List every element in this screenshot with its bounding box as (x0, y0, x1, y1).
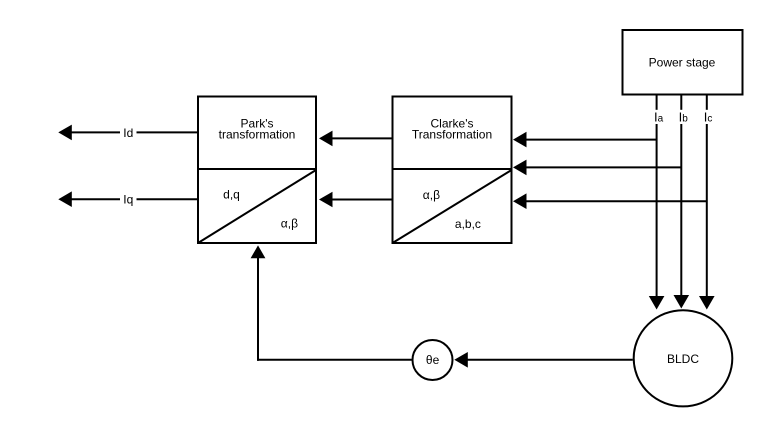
svg-text:BLDC: BLDC (667, 352, 699, 366)
svg-text:Id: Id (123, 126, 133, 140)
svg-text:Clarke's: Clarke's (431, 116, 474, 130)
svg-text:a,b,c: a,b,c (455, 217, 481, 231)
svg-text:Ic: Ic (704, 110, 713, 125)
svg-text:Park's: Park's (241, 116, 274, 130)
svg-text:Iq: Iq (123, 193, 133, 207)
svg-text:θe: θe (426, 353, 440, 367)
svg-text:α,β: α,β (281, 217, 298, 231)
svg-text:Ia: Ia (654, 110, 664, 125)
svg-text:α,β: α,β (423, 188, 440, 202)
svg-text:transformation: transformation (219, 128, 296, 142)
svg-text:Transformation: Transformation (412, 128, 492, 142)
svg-text:Ib: Ib (679, 110, 689, 125)
svg-text:d,q: d,q (223, 187, 240, 201)
svg-text:Power stage: Power stage (649, 56, 716, 70)
